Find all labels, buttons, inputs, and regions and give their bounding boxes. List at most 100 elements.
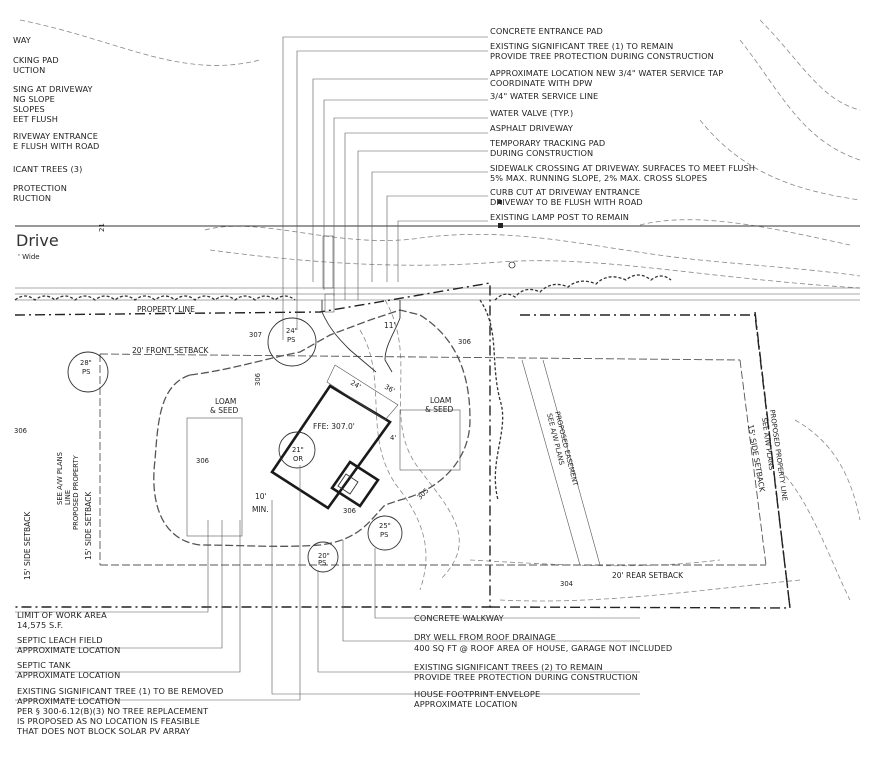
tree-25-canopy [367,515,403,551]
top-note-8a: SIDEWALK CROSSING AT DRIVEWAY. SURFACES … [490,163,755,173]
loam-seed-right-1: LOAM [430,396,451,405]
ffe-label: FFE: 307.0' [313,422,355,431]
side-setback-label-2: 15' SIDE SETBACK [84,491,93,560]
tree-25-size: 25" [379,522,391,530]
street-width: ' Wide [18,253,40,261]
left-note-4a: RIVEWAY ENTRANCE [13,131,98,141]
left-note-2b: UCTION [13,65,45,75]
bottom-left-note-2a: SEPTIC LEACH FIELD [17,635,103,645]
bottom-left-note-3a: SEPTIC TANK [17,660,71,670]
bottom-left-note-4b: APPROXIMATE LOCATION [17,696,120,706]
limit-of-work [153,309,471,547]
bottom-left-note-1a: LIMIT OF WORK AREA [17,610,107,620]
setback-lines: 20' FRONT SETBACK 20' REAR SETBACK 15' S… [23,346,789,580]
top-note-7a: TEMPORARY TRACKING PAD [489,138,605,148]
house-footprint: FFE: 307.0' [270,364,399,510]
top-note-8b: 5% MAX. RUNNING SLOPE, 2% MAX. CROSS SLO… [490,173,707,183]
left-note-3b: NG SLOPE [13,94,55,104]
tree-21-canopy [278,431,316,469]
proposed-property-line-left-3: SEE A/W PLANS [56,452,64,505]
top-note-9a: CURB CUT AT DRIVEWAY ENTRANCE [490,187,640,197]
road: Drive ' Wide 21 [15,223,860,301]
front-setback-label: 20' FRONT SETBACK [132,346,209,355]
top-note-3b: COORDINATE WITH DPW [490,78,592,88]
street-name: Drive [16,231,59,250]
street-station: 21 [98,223,106,232]
grade-306-left: 306 [14,427,27,435]
bottom-right-note-2b: 400 SQ FT @ ROOF AREA OF HOUSE, GARAGE N… [414,643,672,653]
dim-4: 4' [390,434,396,442]
left-note-2a: CKING PAD [13,55,59,65]
grade-307: 307 [249,331,262,339]
loam-seed-right-2: & SEED [425,405,453,414]
tree-25-species: PS [380,531,388,539]
top-note-10: EXISTING LAMP POST TO REMAIN [490,212,629,222]
loam-seed-left-1: LOAM [215,397,236,406]
lawn-areas [186,409,461,537]
top-note-2b: PROVIDE TREE PROTECTION DURING CONSTRUCT… [490,51,714,61]
side-setback-left-label: 15' SIDE SETBACK [23,511,32,580]
top-note-2a: EXISTING SIGNIFICANT TREE (1) TO REMAIN [490,41,673,51]
grade-306a: 306 [458,338,471,346]
dim-24: 24' [349,379,362,391]
dim-11: 11' [384,321,396,330]
tree-21-species: OR [293,455,303,463]
left-note-3d: EET FLUSH [13,114,58,124]
top-note-3a: APPROXIMATE LOCATION NEW 3/4" WATER SERV… [490,68,723,78]
water-valve-marker [498,200,502,204]
dim-36: 36' [383,383,396,395]
grade-306b: 306 [196,457,209,465]
min-dim-1: 10' [255,492,267,501]
bottom-right-notes: CONCRETE WALKWAY DRY WELL FROM ROOF DRAI… [414,613,672,709]
tree-20-canopy [307,541,339,573]
bottom-left-note-4c: PER § 300-6.12(B)(3) NO TREE REPLACEMENT [17,706,209,716]
leader-lines-bottom [15,465,640,701]
tree-24-size: 24" [286,327,298,335]
bottom-right-note-2a: DRY WELL FROM ROOF DRAINAGE [414,632,556,642]
bottom-right-note-3b: PROVIDE TREE PROTECTION DURING CONSTRUCT… [414,672,638,682]
tree-24-canopy [267,317,317,367]
bottom-right-note-3a: EXISTING SIGNIFICANT TREES (2) TO REMAIN [414,662,603,672]
loam-seed-left-2: & SEED [210,406,238,415]
grade-304: 304 [560,580,573,588]
bottom-left-note-2b: APPROXIMATE LOCATION [17,645,120,655]
bottom-right-note-4a: HOUSE FOOTPRINT ENVELOPE [414,689,540,699]
property-boundary: PROPERTY LINE [14,282,791,609]
rear-setback-label: 20' REAR SETBACK [612,571,684,580]
curb-marker [508,261,516,269]
left-note-6b: RUCTION [13,193,51,203]
bottom-left-note-4a: EXISTING SIGNIFICANT TREE (1) TO BE REMO… [17,686,223,696]
tree-28-species: PS [82,368,90,376]
bottom-left-note-3b: APPROXIMATE LOCATION [17,670,120,680]
bottom-left-note-4d: IS PROPOSED AS NO LOCATION IS FEASIBLE [17,716,200,726]
trees: 24" PS 28" PS 21" OR 25" PS 20" PS [67,317,403,573]
driveway [321,235,401,373]
lamp-post-marker [498,223,503,228]
left-note-4b: E FLUSH WITH ROAD [13,141,99,151]
tree-28-canopy [67,351,109,393]
bottom-left-note-1b: 14,575 S.F. [17,620,63,630]
tree-24-species: PS [287,336,295,344]
top-notes: CONCRETE ENTRANCE PAD EXISTING SIGNIFICA… [489,26,755,222]
top-note-9b: DRIVEWAY TO BE FLUSH WITH ROAD [490,197,643,207]
top-note-5: WATER VALVE (TYP.) [490,108,573,118]
left-note-3c: SLOPES [13,104,45,114]
left-note-3a: SING AT DRIVEWAY [13,84,94,94]
left-note-1: WAY [13,35,32,45]
property-line-label: PROPERTY LINE [137,305,195,314]
tree-20-size: 20" [318,552,330,560]
left-note-6a: PROTECTION [13,183,67,193]
leader-lines-top [282,36,516,340]
grade-306c: 306 [254,373,262,386]
tree-21-size: 21" [292,446,304,454]
roadside-shrubs [14,274,672,501]
min-dim-2: MIN. [252,505,269,514]
tree-28-size: 28" [80,359,92,367]
grade-306d: 306 [343,507,356,515]
top-note-6: ASPHALT DRIVEWAY [490,123,574,133]
bottom-right-note-4b: APPROXIMATE LOCATION [414,699,517,709]
tree-20-species: PS [318,559,326,567]
left-notes: WAY CKING PAD UCTION SING AT DRIVEWAY NG… [13,35,99,203]
top-note-4: 3/4" WATER SERVICE LINE [490,91,598,101]
